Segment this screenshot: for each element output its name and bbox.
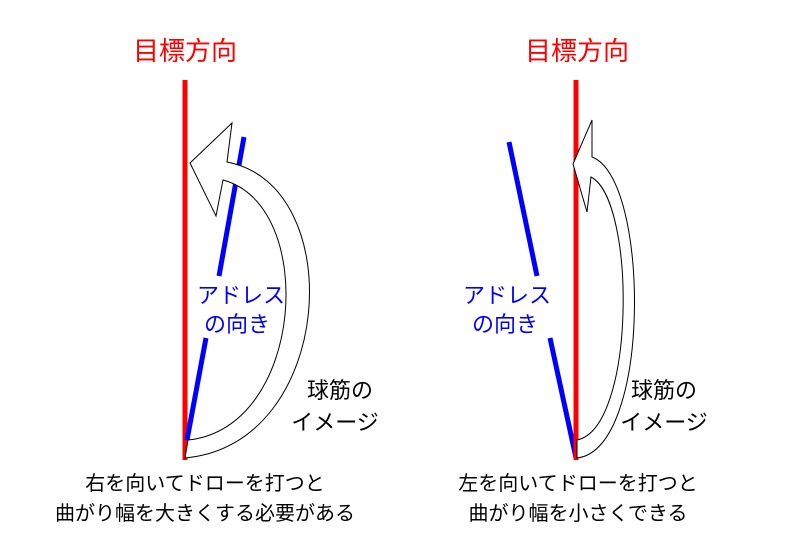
left-target-title: 目標方向 xyxy=(133,37,237,67)
left-address-label-2: の向き xyxy=(204,313,270,338)
left-address-label-1: アドレス xyxy=(197,284,285,309)
right-target-title: 目標方向 xyxy=(525,37,629,67)
left-address-line-bottom xyxy=(184,337,209,441)
left-panel: 目標方向 アドレス の向き 球筋の イメージ 右を向いてドローを打つと 曲がり幅… xyxy=(55,37,379,525)
right-address-label-2: の向き xyxy=(472,313,538,338)
left-address-line-top xyxy=(216,136,247,277)
right-caption-1: 左を向いてドローを打つと xyxy=(458,471,697,495)
right-ball-label-2: イメージ xyxy=(620,411,708,436)
left-caption-1: 右を向いてドローを打つと xyxy=(85,471,324,495)
right-address-line-top xyxy=(506,141,540,277)
right-address-line-bottom xyxy=(547,337,579,459)
left-caption-2: 曲がり幅を大きくする必要がある xyxy=(55,501,355,525)
right-ball-label-1: 球筋の xyxy=(631,379,697,404)
right-caption-2: 曲がり幅を小さくできる xyxy=(469,501,688,525)
left-ball-label-2: イメージ xyxy=(291,411,379,436)
right-address-label-1: アドレス xyxy=(463,284,551,309)
right-ball-path-arrow xyxy=(572,119,635,459)
left-ball-label-1: 球筋の xyxy=(307,379,373,404)
right-panel: 目標方向 アドレス の向き 球筋の イメージ 左を向いてドローを打つと 曲がり幅… xyxy=(458,37,707,525)
left-ball-path-arrow xyxy=(184,121,310,459)
